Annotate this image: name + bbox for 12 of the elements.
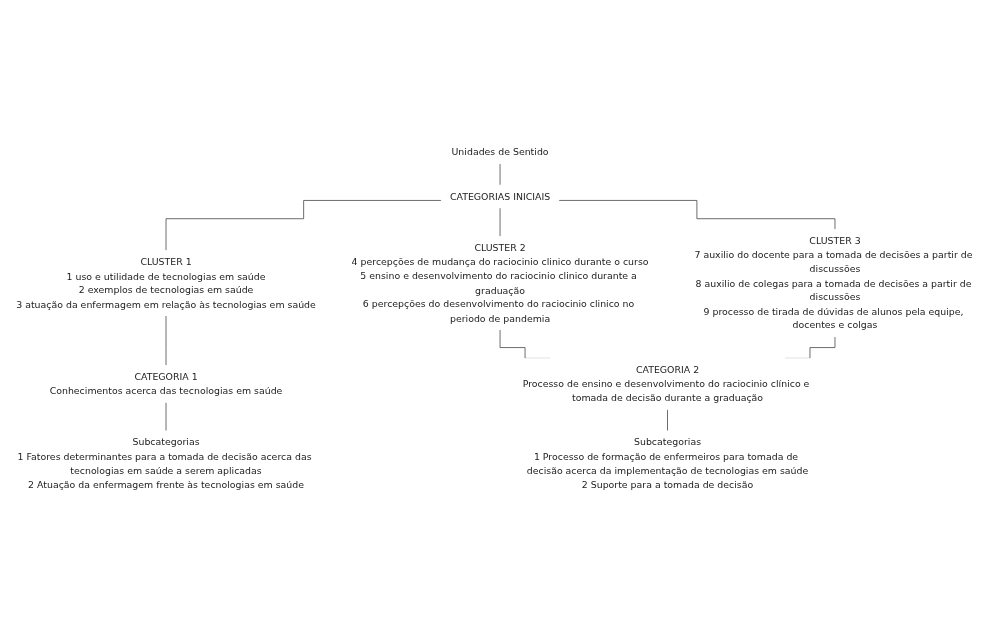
node-text: Subcategorias 1 Fatores determinantes para a tomada de decisão acerca das tecnologias em saúde a serem aplicadas 2 Atuação da enfermagem frente às tecnologias em saúde — [17, 436, 312, 490]
node-text: CATEGORIAS INICIAIS — [449, 191, 551, 202]
node-text: CLUSTER 2 4 percepções de mudança do raciocinio clinico durante o curso 5 ensino e desenvolvimento do raciocinio clinico durante a graduação 6 percepções do desenvolvimento do raciocinio clinico no periodo de pandemia — [351, 242, 649, 324]
node-text: CLUSTER 3 7 auxilio do docente para a tomada de decisões a partir de discussões 8 auxilio de colegas para a tomada de decisões a partir de discussões 9 processo de tirada de dúvidas de alunos pela equipe, docentes e colgas — [694, 235, 973, 331]
node-text: CLUSTER 1 1 uso e utilidade de tecnologias em saúde 2 exemplos de tecnologias em saúde 3 atuação da enfermagem em relação às tecnologias em saúde — [16, 256, 316, 310]
connector — [667, 409, 668, 432]
node-text: CATEGORIA 2 Processo de ensino e desenvolvimento do raciocinio clínico e tomada de decisão durante a graduação — [522, 364, 810, 404]
connector — [558, 200, 836, 231]
node-text: Subcategorias 1 Processo de formação de enfermeiros para tomada de decisão acerca da implementação de tecnologias em saúde 2 Suporte para a tomada de decisão — [526, 436, 809, 490]
node-text: Unidades de Sentido — [451, 146, 549, 158]
connector — [165, 200, 442, 252]
node-text: CATEGORIA 1 Conhecimentos acerca das tecnologias em saúde — [49, 371, 283, 397]
